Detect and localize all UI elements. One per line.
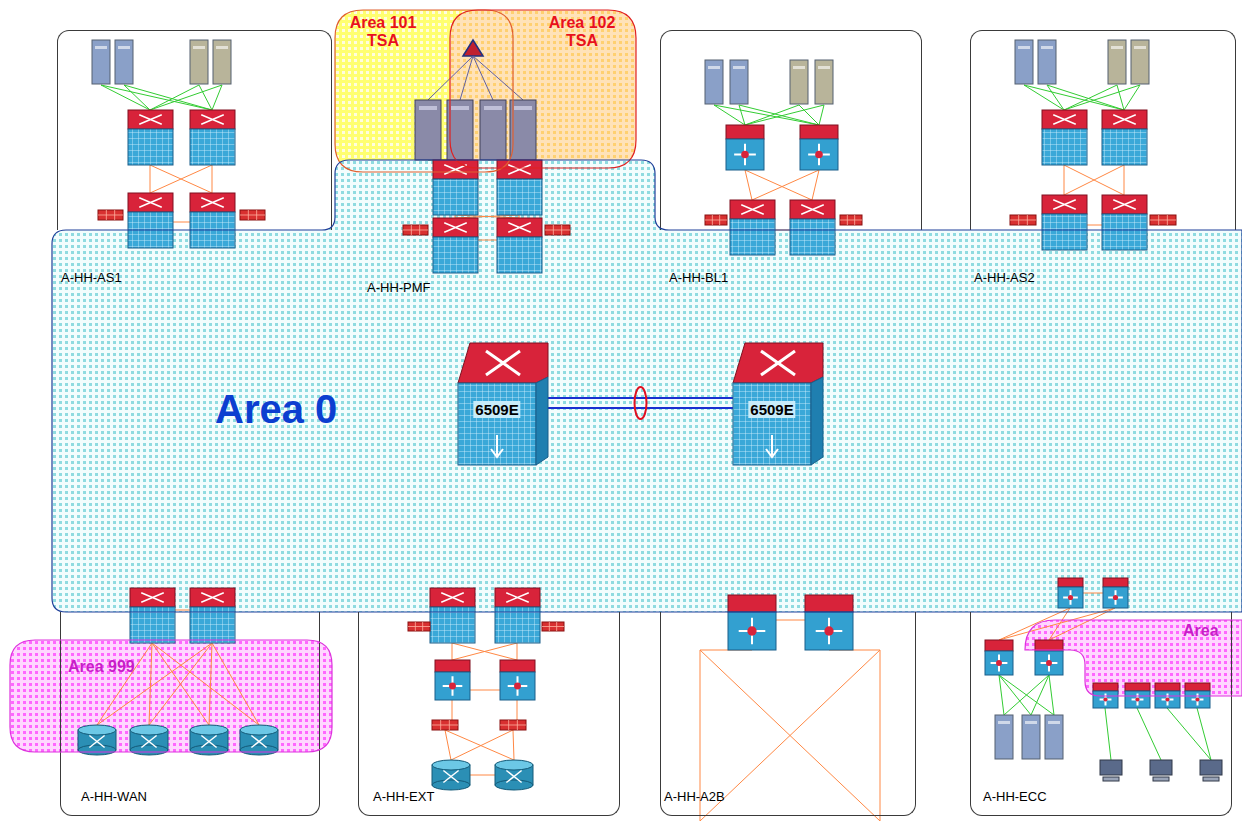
area-name: Area 101 TSA	[343, 14, 423, 51]
site-name: A-HH-ECC	[983, 790, 1047, 805]
region-outline	[10, 640, 332, 752]
site-name: A-HH-AS2	[974, 271, 1035, 286]
area-region: Area 101 TSA	[335, 10, 513, 172]
region-outline	[52, 160, 1242, 612]
area-region: Area	[1025, 618, 1242, 696]
area-name: Area 999	[68, 658, 135, 676]
area-region: Area 999	[10, 640, 332, 752]
device-model: 6509E	[748, 401, 795, 418]
core-switch: 6509E	[458, 343, 548, 465]
site-name: A-HH-BL1	[669, 271, 728, 286]
region-outline	[450, 10, 636, 168]
region-outline	[335, 10, 513, 172]
site-name: A-HH-EXT	[373, 790, 434, 805]
site-box: A-HH-EXT	[358, 612, 620, 816]
site-box: A-HH-AS2	[970, 30, 1236, 230]
area-name: Area 0	[215, 386, 337, 432]
site-name: A-HH-PMF	[367, 281, 431, 296]
area-region: Area 102 TSA	[450, 10, 636, 168]
site-box: A-HH-WAN	[60, 612, 320, 816]
area-region: Area 0 6509E 6509E	[52, 160, 1242, 612]
site-box: A-HH-ECC	[970, 612, 1232, 816]
area-name: Area 102 TSA	[542, 14, 622, 51]
site-box: A-HH-A2B	[660, 612, 916, 816]
trunk-link	[548, 387, 733, 419]
site-box: A-HH-AS1	[57, 30, 332, 230]
site-box: A-HH-BL1	[660, 30, 922, 230]
site-name: A-HH-WAN	[81, 790, 147, 805]
site-name: A-HH-AS1	[61, 271, 122, 286]
core-switch: 6509E	[733, 343, 823, 465]
device-model: 6509E	[473, 401, 520, 418]
area-name: Area	[1183, 622, 1219, 640]
site-name: A-HH-A2B	[664, 790, 725, 805]
